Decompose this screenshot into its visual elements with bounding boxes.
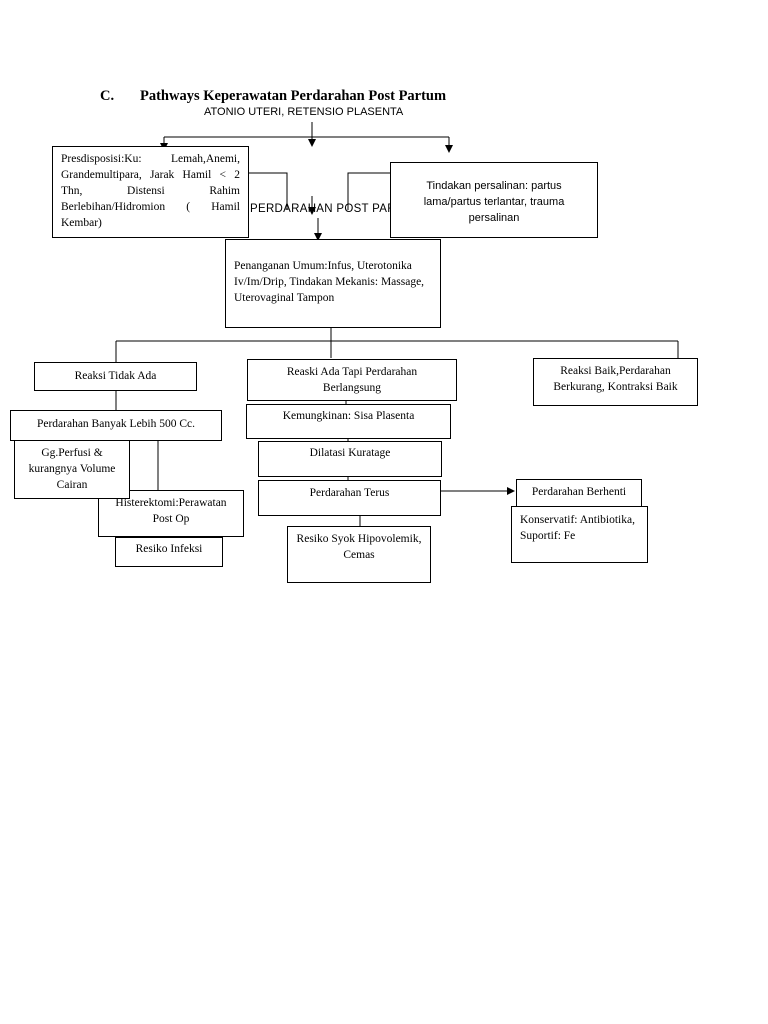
node-perdarahan-banyak: Perdarahan Banyak Lebih 500 Cc. — [10, 410, 222, 441]
center-label-perdarahan-post-partum: PERDARAHAN POST PARTUM — [250, 203, 422, 215]
section-number: C. — [100, 88, 115, 104]
node-konservatif: Konservatif: Antibiotika, Suportif: Fe — [511, 506, 648, 563]
node-reaksi-baik: Reaksi Baik,Perdarahan Berkurang, Kontra… — [533, 358, 698, 406]
node-kemungkinan-sisa-plasenta: Kemungkinan: Sisa Plasenta — [246, 404, 451, 439]
node-resiko-infeksi: Resiko Infeksi — [115, 537, 223, 567]
node-reaksi-tidak-ada: Reaksi Tidak Ada — [34, 362, 197, 391]
node-gg-perfusi: Gg.Perfusi & kurangnya Volume Cairan — [14, 440, 130, 499]
node-reaksi-ada: Reaski Ada Tapi Perdarahan Berlangsung — [247, 359, 457, 401]
cause-label: ATONIO UTERI, RETENSIO PLASENTA — [204, 106, 404, 118]
node-tindakan-persalinan: Tindakan persalinan: partus lama/partus … — [390, 162, 598, 238]
node-penanganan-umum: Penanganan Umum:Infus, Uterotonika Iv/Im… — [225, 239, 441, 328]
page-title: Pathways Keperawatan Perdarahan Post Par… — [140, 88, 447, 104]
node-resiko-syok: Resiko Syok Hipovolemik, Cemas — [287, 526, 431, 583]
node-predisposisi: Presdisposisi:Ku: Lemah,Anemi, Grandemul… — [52, 146, 249, 238]
node-perdarahan-terus: Perdarahan Terus — [258, 480, 441, 516]
node-dilatasi-kuratage: Dilatasi Kuratage — [258, 441, 442, 477]
